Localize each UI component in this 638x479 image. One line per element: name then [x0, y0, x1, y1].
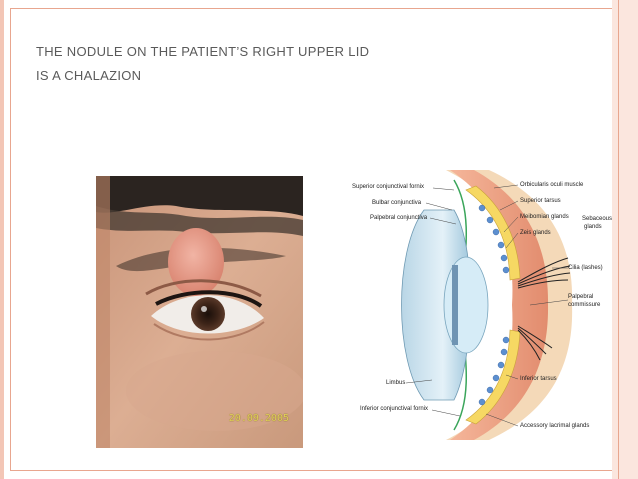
right-accent-band [612, 0, 638, 479]
label-limbus: Limbus [386, 380, 406, 386]
label-palpebral-conjunctiva: Palpebral conjunctiva [370, 215, 428, 221]
label-sebaceous-glands-line1: Sebaceous [582, 216, 613, 222]
label-inferior-conjunctival-fornix: Inferior conjunctival fornix [360, 406, 429, 412]
label-meibomian-glands: Meibomian glands [520, 214, 569, 220]
right-accent-line [618, 0, 619, 479]
label-palpebral-commissure-line1: Palpebral [568, 294, 594, 300]
label-cilia: Cilia (lashes) [568, 265, 603, 271]
label-inferior-tarsus: Inferior tarsus [520, 376, 557, 382]
slide-title-line-1: The nodule on the patient’s right upper … [36, 44, 370, 59]
label-accessory-lacrimal-glands: Accessory lacrimal glands [520, 423, 590, 429]
left-accent-stripe [0, 0, 4, 479]
label-palpebral-commissure-line2: commissure [568, 302, 601, 308]
label-orbicularis-oculi-muscle: Orbicularis oculi muscle [520, 182, 584, 188]
slide-title-line-2: is a chalazion [36, 68, 142, 83]
label-zeis-glands: Zeis glands [520, 230, 551, 236]
clinical-photo: 20.09.2005 [96, 176, 303, 448]
label-superior-conjunctival-fornix: Superior conjunctival fornix [352, 184, 425, 190]
photo-date-stamp: 20.09.2005 [228, 413, 289, 424]
label-bulbar-conjunctiva: Bulbar conjunctiva [372, 200, 422, 206]
eyelid-anatomy-diagram: Superior conjunctival fornix Bulbar conj… [352, 170, 613, 440]
label-superior-tarsus: Superior tarsus [520, 198, 561, 204]
label-sebaceous-glands-line2: glands [584, 224, 602, 230]
slide-title: The nodule on the patient’s right upper … [36, 40, 576, 88]
